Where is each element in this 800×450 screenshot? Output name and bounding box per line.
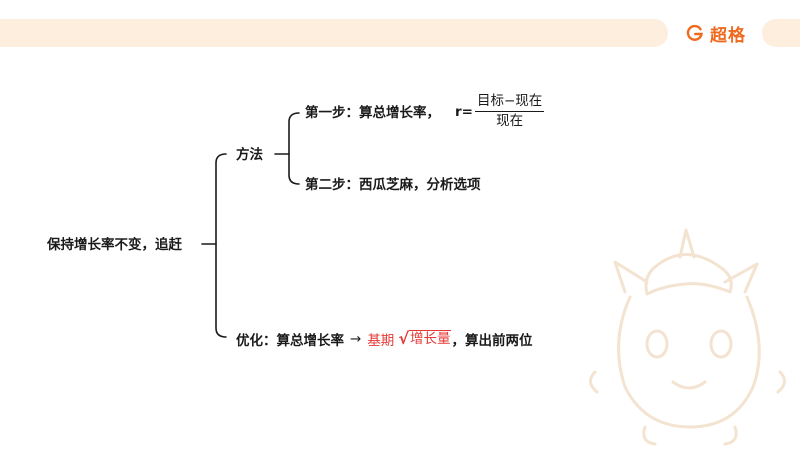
brand-logo: 超格 — [686, 22, 746, 46]
arrow-right-icon: → — [350, 331, 362, 347]
sqrt-expression: √ 增长量 — [398, 329, 452, 348]
formula-numerator: 目标−现在 — [474, 93, 545, 112]
optimize-suffix: ，算出前两位 — [451, 333, 533, 349]
header-band — [0, 19, 668, 47]
step1-node: 第一步：算总增长率， — [305, 105, 440, 121]
optimize-node: 优化：算总增长率 → 基期 √ 增长量 ，算出前两位 — [236, 329, 533, 350]
formula-fraction: 目标−现在 现在 — [474, 93, 545, 130]
brand-name: 超格 — [710, 25, 746, 46]
sqrt-radicand: 增长量 — [408, 330, 452, 347]
highlight-base-period: 基期 — [367, 333, 395, 349]
method-node: 方法 — [236, 147, 263, 163]
header-band-end — [762, 19, 800, 47]
root-node: 保持增长率不变，追赶 — [47, 237, 182, 253]
unicorn-mascot-watermark — [589, 228, 786, 446]
step2-node: 第二步：西瓜芝麻，分析选项 — [305, 177, 481, 193]
optimize-label: 优化：算总增长率 — [236, 333, 344, 349]
formula-denominator: 现在 — [496, 113, 524, 129]
growth-rate-formula: r= 目标−现在 现在 — [455, 93, 545, 130]
formula-variable: r= — [455, 103, 473, 120]
g-logo-icon — [686, 24, 703, 41]
bracket-root — [215, 153, 227, 338]
bracket-method — [288, 112, 300, 185]
sqrt-icon: √ — [398, 329, 409, 348]
